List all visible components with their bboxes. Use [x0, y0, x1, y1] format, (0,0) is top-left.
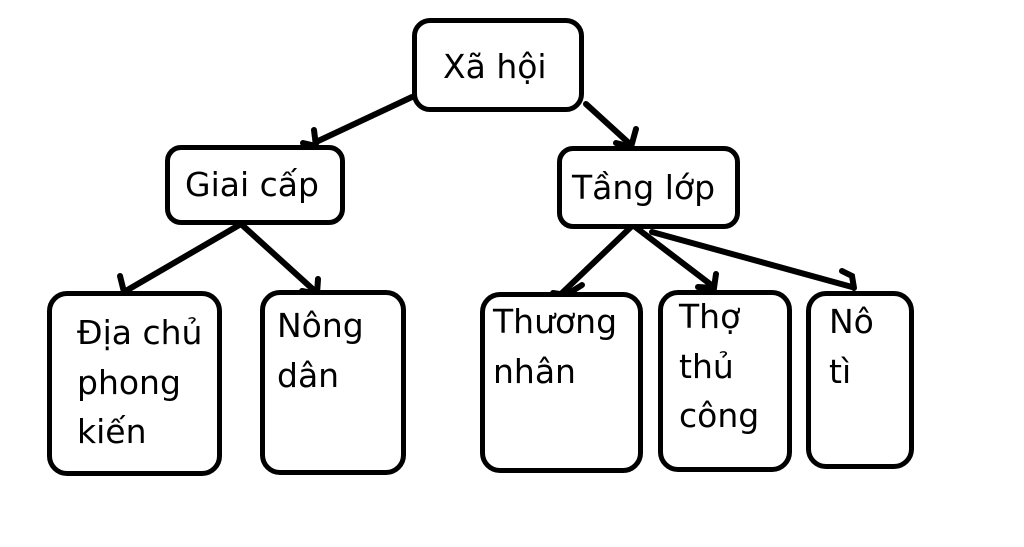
- node-dia-chu-line-2: phong: [77, 362, 181, 402]
- arrowhead-dia-chu: [117, 273, 127, 295]
- node-dia-chu-line-3: kiến: [77, 412, 147, 451]
- edge-tang-lop-tho-thu-cong: [631, 223, 717, 290]
- node-thuong-nhan: [480, 292, 643, 473]
- node-root: [412, 18, 584, 112]
- node-giai-cap: [165, 145, 345, 225]
- node-giai-cap-label: Giai cấp: [185, 165, 319, 204]
- node-dia-chu-phong-kien-label: Địa chủ phong kiến: [77, 308, 202, 457]
- node-dia-chu-line-1: Địa chủ: [77, 313, 203, 352]
- node-nong-dan-line-1: Nông: [277, 306, 364, 345]
- node-tho-thu-cong-line-1: Thợ: [679, 297, 741, 336]
- node-tho-thu-cong: [658, 290, 792, 472]
- edge-root-giai-cap: [313, 94, 415, 145]
- node-tang-lop-label: Tầng lớp: [572, 168, 716, 207]
- node-root-label: Xã hội: [443, 47, 547, 86]
- node-no-ti-line-2: tì: [829, 351, 852, 391]
- node-thuong-nhan-line-2: nhân: [493, 351, 576, 391]
- edge-root-tang-lop: [583, 101, 634, 148]
- node-thuong-nhan-label: Thương nhân: [493, 297, 617, 396]
- node-dia-chu-phong-kien: [47, 291, 222, 476]
- node-nong-dan-label: Nông dân: [277, 301, 364, 400]
- edge-tang-lop-thuong-nhan: [559, 223, 635, 296]
- node-no-ti: [806, 291, 914, 469]
- node-tho-thu-cong-line-2: thủ: [679, 346, 734, 386]
- node-no-ti-label: Nô tì: [829, 297, 874, 396]
- edge-giai-cap-dia-chu: [121, 221, 244, 295]
- node-tho-thu-cong-label: Thợ thủ công: [679, 292, 759, 441]
- edge-giai-cap-nong-dan: [238, 221, 320, 296]
- node-nong-dan: [260, 290, 406, 475]
- arrowhead-no-ti: [839, 268, 857, 291]
- node-thuong-nhan-line-1: Thương: [493, 302, 618, 341]
- edge-tang-lop-no-ti: [649, 229, 855, 290]
- node-no-ti-line-1: Nô: [829, 302, 874, 341]
- node-tang-lop: [557, 146, 740, 229]
- node-tho-thu-cong-line-3: công: [679, 396, 760, 435]
- node-nong-dan-line-2: dân: [277, 355, 340, 395]
- arrowhead-giai-cap: [300, 127, 320, 150]
- arrowhead-tho-thu-cong: [695, 271, 719, 292]
